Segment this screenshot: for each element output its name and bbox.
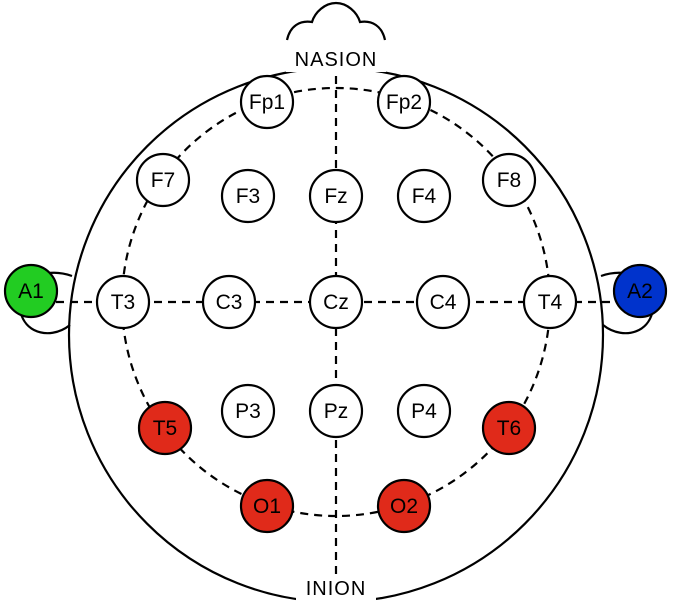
electrode-marker [239, 478, 295, 534]
electrode-label: C4 [430, 291, 457, 314]
electrode-f3: F3 [220, 168, 276, 224]
electrode-marker [95, 274, 151, 330]
electrode-t6: T6 [481, 400, 537, 456]
electrode-marker [612, 263, 668, 319]
electrode-p3: P3 [220, 383, 276, 439]
electrode-label: P3 [235, 400, 261, 423]
electrode-t4: T4 [522, 274, 578, 330]
electrode-t5: T5 [137, 400, 193, 456]
electrode-label: A1 [18, 280, 44, 303]
electrode-cz: Cz [308, 274, 364, 330]
electrode-o2: O2 [376, 478, 432, 534]
electrode-p4: P4 [396, 383, 452, 439]
electrode-marker [239, 74, 295, 130]
electrode-marker [135, 152, 191, 208]
electrode-label: T5 [153, 417, 178, 440]
electrode-label: Fp1 [249, 91, 285, 114]
electrode-label: F3 [236, 185, 261, 208]
electrode-label: Cz [323, 291, 349, 314]
electrode-label: Pz [324, 400, 349, 423]
electrode-label: F4 [412, 185, 437, 208]
electrode-label: Fz [324, 185, 347, 208]
electrode-marker [3, 263, 59, 319]
electrode-label: O2 [390, 495, 418, 518]
electrode-pz: Pz [308, 383, 364, 439]
electrode-f4: F4 [396, 168, 452, 224]
electrode-label: T6 [497, 417, 522, 440]
electrode-label: Fp2 [386, 91, 422, 114]
electrode-a2: A2 [612, 263, 668, 319]
electrode-marker [137, 400, 193, 456]
electrode-a1: A1 [3, 263, 59, 319]
electrode-marker [376, 74, 432, 130]
electrode-c4: C4 [415, 274, 471, 330]
electrode-f8: F8 [481, 152, 537, 208]
electrode-o1: O1 [239, 478, 295, 534]
electrode-label: A2 [627, 280, 653, 303]
electrode-label: T3 [111, 291, 136, 314]
inion-label-bg [296, 574, 376, 602]
electrode-marker [522, 274, 578, 330]
electrode-f7: F7 [135, 152, 191, 208]
electrode-c3: C3 [201, 274, 257, 330]
electrode-label: P4 [411, 400, 437, 423]
electrode-marker [220, 168, 276, 224]
electrode-fp1: Fp1 [239, 74, 295, 130]
electrode-label: C3 [216, 291, 243, 314]
electrode-label: F8 [497, 169, 522, 192]
electrode-label: F7 [151, 169, 176, 192]
electrode-marker [308, 168, 364, 224]
electrode-marker [308, 274, 364, 330]
electrode-marker [396, 383, 452, 439]
electrode-marker [481, 400, 537, 456]
electrode-marker [308, 383, 364, 439]
electrode-fp2: Fp2 [376, 74, 432, 130]
nasion-label: NASION [295, 49, 378, 71]
electrode-marker [396, 168, 452, 224]
electrode-marker [481, 152, 537, 208]
electrode-marker [415, 274, 471, 330]
electrode-marker [220, 383, 276, 439]
electrode-marker [201, 274, 257, 330]
inion-label: INION [306, 578, 367, 600]
electrode-fz: Fz [308, 168, 364, 224]
electrode-label: T4 [538, 291, 563, 314]
electrode-t3: T3 [95, 274, 151, 330]
electrode-marker [376, 478, 432, 534]
nasion-label-bg [286, 46, 386, 72]
nose [285, 1, 387, 41]
electrode-label: O1 [253, 495, 281, 518]
